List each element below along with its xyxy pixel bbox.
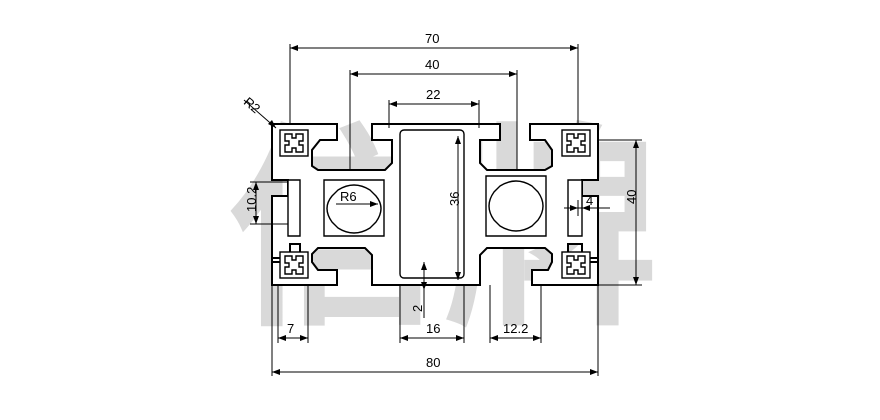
dim-16: 16 (426, 321, 440, 336)
dim-4: 4 (586, 193, 593, 208)
dim-10-2: 10.2 (244, 187, 259, 212)
dim-70: 70 (425, 31, 439, 46)
side-slot-left (287, 179, 301, 237)
slot-top-left-inner (284, 133, 304, 153)
slot-top-right-inner (566, 133, 586, 153)
dim-12-2: 12.2 (503, 321, 528, 336)
dimensions: 70 40 22 R2 R6 10.2 36 (241, 31, 642, 376)
dim-7: 7 (287, 321, 294, 336)
dim-22: 22 (426, 87, 440, 102)
center-cavity (399, 129, 465, 279)
core-left-hole (326, 184, 382, 234)
dim-36: 36 (447, 192, 462, 206)
slot-bottom-left-inner (284, 255, 304, 275)
dim-40-right: 40 (624, 190, 639, 204)
dim-80: 80 (426, 355, 440, 370)
dim-40-top: 40 (425, 57, 439, 72)
core-right-hole (488, 180, 544, 232)
dim-2: 2 (410, 305, 425, 312)
aluminum-profile (271, 123, 599, 286)
dim-r6: R6 (340, 189, 357, 204)
slot-bottom-right-inner (566, 255, 586, 275)
